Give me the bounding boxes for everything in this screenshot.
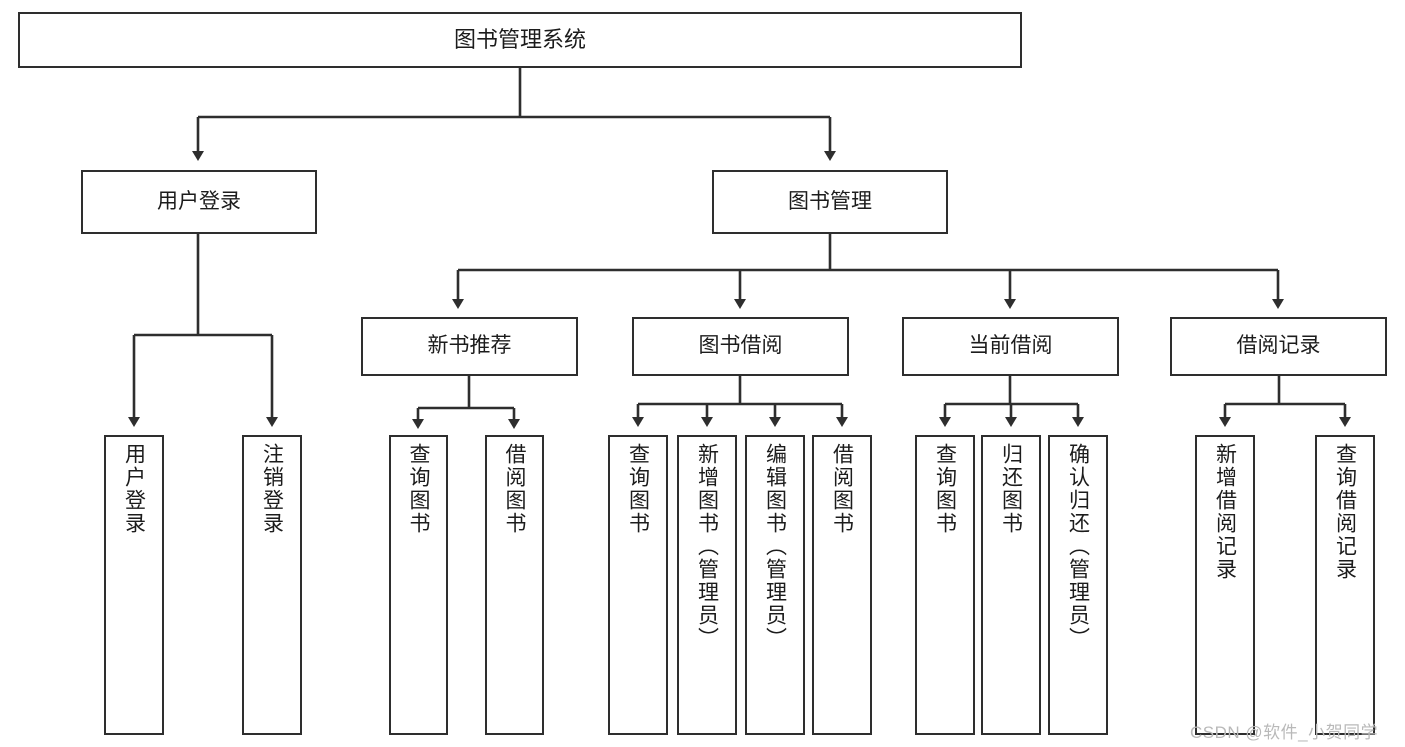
node-current-borrow[interactable]: 当前借阅 xyxy=(902,317,1119,376)
leaf-current-return-book[interactable]: 归还图书 xyxy=(981,435,1041,735)
leaf-borrow-edit-book-admin[interactable]: 编辑图书（管理员） xyxy=(745,435,805,735)
leaf-record-add-record[interactable]: 新增借阅记录 xyxy=(1195,435,1255,735)
node-label: 查询图书 xyxy=(933,443,957,535)
node-root-system[interactable]: 图书管理系统 xyxy=(18,12,1022,68)
node-borrow-record[interactable]: 借阅记录 xyxy=(1170,317,1387,376)
node-label: 图书管理系统 xyxy=(453,27,586,53)
leaf-user-login-logout[interactable]: 注销登录 xyxy=(242,435,302,735)
node-user-login[interactable]: 用户登录 xyxy=(81,170,317,234)
node-label: 借阅图书 xyxy=(503,443,526,535)
node-label: 编辑图书（管理员） xyxy=(763,443,787,650)
node-label: 图书管理 xyxy=(788,189,872,213)
node-label: 归还图书 xyxy=(999,443,1023,535)
node-label: 查询图书 xyxy=(626,443,650,535)
leaf-borrow-query-book[interactable]: 查询图书 xyxy=(608,435,668,735)
node-label: 用户登录 xyxy=(122,443,146,535)
node-book-borrow[interactable]: 图书借阅 xyxy=(632,317,849,376)
node-label: 当前借阅 xyxy=(968,334,1053,358)
node-label: 借阅图书 xyxy=(830,443,854,535)
watermark-text: CSDN @软件_小贺同学 xyxy=(1190,723,1379,742)
node-book-management[interactable]: 图书管理 xyxy=(712,170,948,234)
leaf-current-query-book[interactable]: 查询图书 xyxy=(915,435,975,735)
node-label: 图书借阅 xyxy=(698,334,783,358)
leaf-borrow-add-book-admin[interactable]: 新增图书（管理员） xyxy=(677,435,737,735)
node-label: 用户登录 xyxy=(157,189,241,213)
node-label: 新增图书（管理员） xyxy=(695,443,719,650)
node-label: 新增借阅记录 xyxy=(1213,443,1237,581)
node-label: 查询借阅记录 xyxy=(1333,443,1357,581)
node-label: 借阅记录 xyxy=(1236,334,1321,358)
node-label: 确认归还（管理员） xyxy=(1066,443,1090,650)
node-label: 查询图书 xyxy=(407,443,430,535)
leaf-user-login-login[interactable]: 用户登录 xyxy=(104,435,164,735)
leaf-current-confirm-return-admin[interactable]: 确认归还（管理员） xyxy=(1048,435,1108,735)
leaf-record-query-record[interactable]: 查询借阅记录 xyxy=(1315,435,1375,735)
node-label: 注销登录 xyxy=(260,443,284,535)
node-label: 新书推荐 xyxy=(427,334,512,358)
node-new-book-recommend[interactable]: 新书推荐 xyxy=(361,317,578,376)
leaf-borrow-borrow-book[interactable]: 借阅图书 xyxy=(812,435,872,735)
leaf-recommend-borrow-book[interactable]: 借阅图书 xyxy=(485,435,544,735)
leaf-recommend-query-book[interactable]: 查询图书 xyxy=(389,435,448,735)
